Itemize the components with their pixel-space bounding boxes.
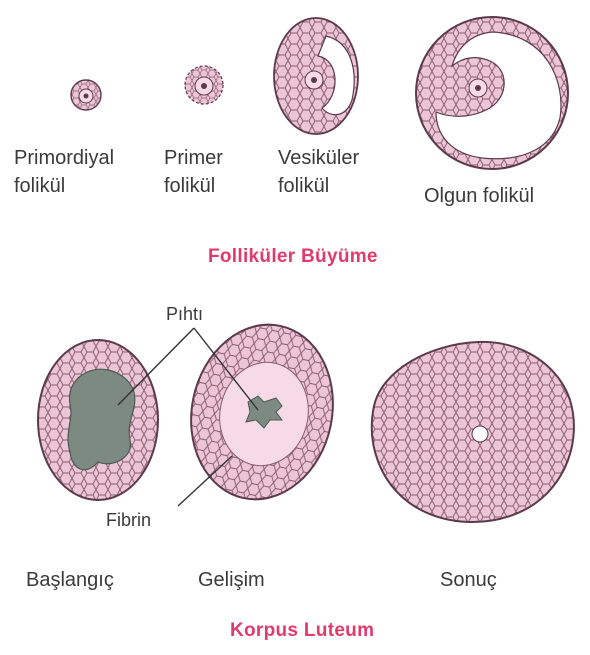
stage-start-label: Başlangıç: [26, 568, 114, 593]
primary-label-line2: folikül: [164, 174, 223, 199]
corpus-stage-result: [372, 342, 574, 522]
stage-development-label: Gelişim: [198, 568, 265, 593]
corpus-stage-start: [38, 340, 158, 500]
follicular-growth-title: Folliküler Büyüme: [208, 246, 378, 268]
mature-label: Olgun folikül: [424, 184, 534, 209]
primordial-label: Primordiyal folikül: [14, 146, 114, 199]
primordial-label-line2: folikül: [14, 174, 114, 199]
vesicular-label-line1: Vesiküler: [278, 146, 359, 171]
vesicular-label-line2: folikül: [278, 174, 359, 199]
primordial-follicle: [71, 80, 101, 110]
primary-label: Primer folikül: [164, 146, 223, 199]
vesicular-label: Vesiküler folikül: [278, 146, 359, 199]
primary-label-line1: Primer: [164, 146, 223, 171]
corpus-stage-development: [175, 311, 349, 512]
mature-follicle: [416, 17, 568, 169]
stage-result-label: Sonuç: [440, 568, 497, 593]
fibrin-label: Fibrin: [106, 508, 151, 533]
clot-label: Pıhtı: [166, 302, 203, 327]
vesicular-follicle: [274, 18, 358, 134]
primary-follicle: [185, 66, 223, 104]
corpus-luteum-title: Korpus Luteum: [230, 620, 374, 642]
primordial-label-line1: Primordiyal: [14, 146, 114, 171]
